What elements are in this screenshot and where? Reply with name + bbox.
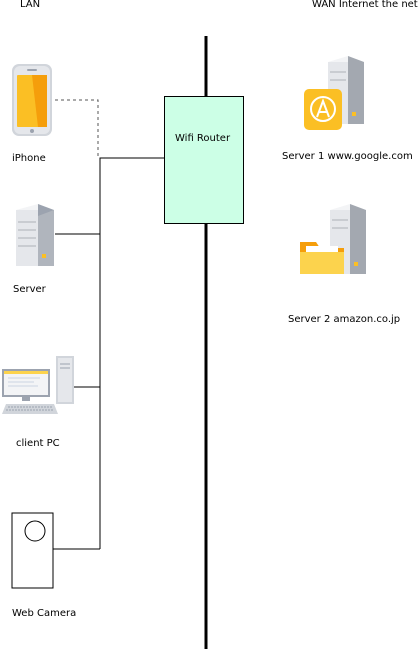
server2-label: Server 2 amazon.co.jp bbox=[288, 314, 401, 325]
wifi-router[interactable]: Wifi Router bbox=[164, 96, 244, 224]
lan-zone-label: LAN bbox=[20, 0, 41, 10]
lan-trunk-line bbox=[99, 157, 164, 549]
iphone-label: iPhone bbox=[12, 153, 46, 164]
client-pc-label: client PC bbox=[16, 438, 60, 449]
smartphone-icon bbox=[12, 64, 52, 136]
server-tower-icon bbox=[16, 204, 54, 266]
iphone-wireless-link bbox=[55, 99, 99, 158]
web-server-icon bbox=[304, 56, 364, 130]
server1-label: Server 1 www.google.com bbox=[282, 151, 413, 162]
wan-zone-label: WAN Internet the net bbox=[312, 0, 418, 10]
camera-icon bbox=[11, 512, 54, 589]
desktop-computer-icon bbox=[2, 356, 74, 414]
router-label: Wifi Router bbox=[175, 133, 231, 144]
web-camera-label: Web Camera bbox=[12, 608, 77, 619]
server-label: Server bbox=[13, 284, 46, 295]
file-server-icon bbox=[300, 204, 366, 274]
